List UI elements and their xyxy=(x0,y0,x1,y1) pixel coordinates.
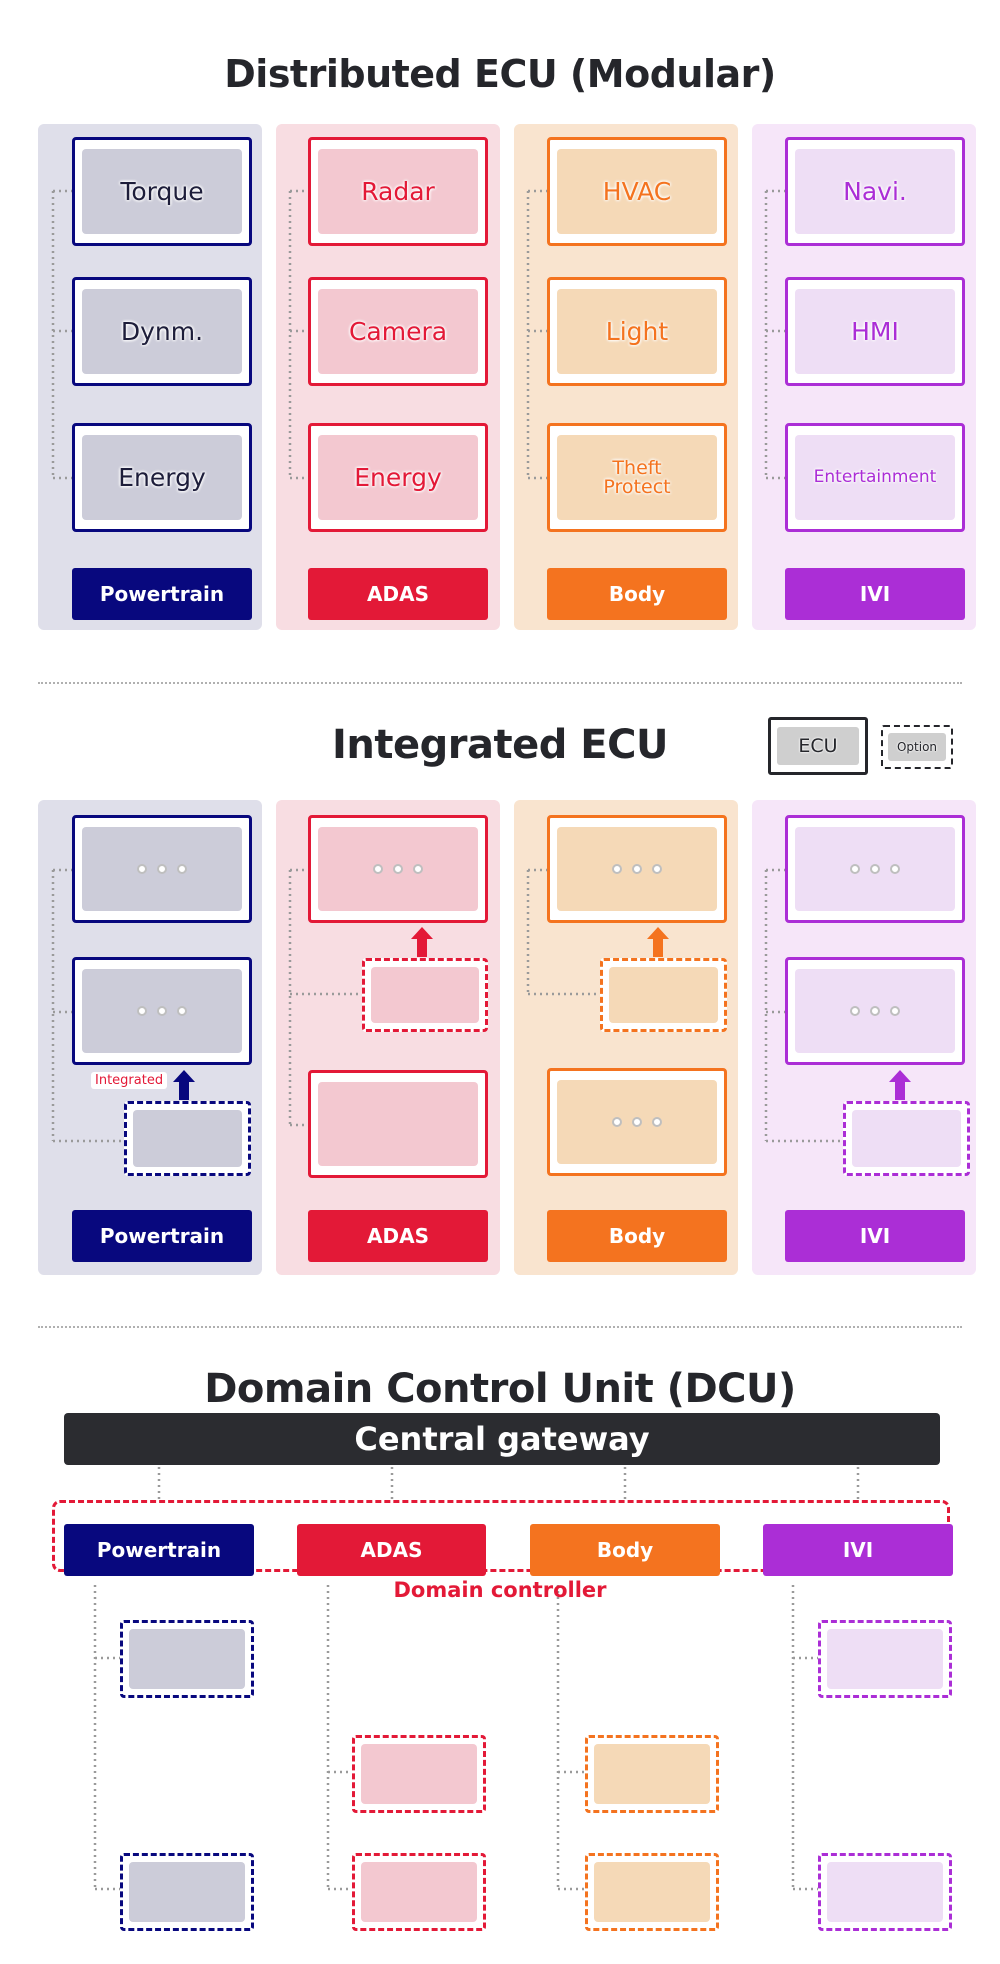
legend-ecu: ECU xyxy=(768,717,868,775)
energy-label-adas: Energy xyxy=(354,463,442,492)
light-ecu: Light xyxy=(547,277,727,386)
dcu-option-body-2 xyxy=(585,1853,719,1931)
option-ecu-body xyxy=(600,958,727,1032)
integrated-ecu-ivi-1 xyxy=(785,815,965,923)
dcu-title: Domain Control Unit (DCU) xyxy=(204,1366,796,1412)
energy-ecu-adas: Energy xyxy=(308,423,488,532)
powertrain-label-2: Powertrain xyxy=(72,1210,252,1262)
option-ecu-powertrain xyxy=(124,1101,251,1176)
integrated-ecu-adas-1 xyxy=(308,815,488,923)
ellipsis-icon xyxy=(850,864,900,874)
ivi-label-1: IVI xyxy=(785,568,965,620)
up-arrow-icon xyxy=(647,927,669,957)
body-label-1: Body xyxy=(547,568,727,620)
adas-label-2: ADAS xyxy=(308,1210,488,1262)
entertainment-ecu: Entertainment xyxy=(785,423,965,532)
hmi-ecu: HMI xyxy=(785,277,965,386)
integrated-ecu-adas-2 xyxy=(308,1070,488,1178)
dcu-body: Body xyxy=(530,1524,720,1576)
legend-ecu-label: ECU xyxy=(798,735,838,757)
integrated-ecu-body-1 xyxy=(547,815,727,923)
integrated-ecu-powertrain-2 xyxy=(72,957,252,1065)
entertainment-label: Entertainment xyxy=(813,467,937,487)
legend-option: Option xyxy=(881,725,953,769)
camera-ecu: Camera xyxy=(308,277,488,386)
option-ecu-adas xyxy=(362,958,488,1032)
dcu-option-adas-2 xyxy=(352,1853,486,1931)
navi-label: Navi. xyxy=(843,177,907,206)
camera-label: Camera xyxy=(348,317,448,346)
torque-ecu: Torque xyxy=(72,137,252,246)
dynamics-ecu: Dynm. xyxy=(72,277,252,386)
ellipsis-icon xyxy=(612,1117,662,1127)
dcu-powertrain: Powertrain xyxy=(64,1524,254,1576)
ellipsis-icon xyxy=(373,864,423,874)
adas-label-1: ADAS xyxy=(308,568,488,620)
dcu-option-powertrain-2 xyxy=(120,1853,254,1931)
energy-ecu-powertrain: Energy xyxy=(72,423,252,532)
dynamics-label: Dynm. xyxy=(120,317,204,346)
up-arrow-icon xyxy=(411,927,433,957)
dcu-ivi: IVI xyxy=(763,1524,953,1576)
ivi-label-2: IVI xyxy=(785,1210,965,1262)
dcu-option-adas-1 xyxy=(352,1735,486,1813)
hvac-label: HVAC xyxy=(602,177,672,206)
radar-ecu: Radar xyxy=(308,137,488,246)
integrated-ecu-ivi-2 xyxy=(785,957,965,1065)
ellipsis-icon xyxy=(612,864,662,874)
integrated-ecu-powertrain-1 xyxy=(72,815,252,923)
ellipsis-icon xyxy=(137,1006,187,1016)
up-arrow-icon xyxy=(889,1070,911,1100)
dcu-adas: ADAS xyxy=(297,1524,486,1576)
integrated-ecu-body-2 xyxy=(547,1068,727,1176)
hvac-ecu: HVAC xyxy=(547,137,727,246)
body-label-2: Body xyxy=(547,1210,727,1262)
dcu-option-ivi-1 xyxy=(818,1620,952,1698)
dcu-option-body-1 xyxy=(585,1735,719,1813)
theft-protect-label: Theft Protect xyxy=(603,456,671,498)
powertrain-label-1: Powertrain xyxy=(72,568,252,620)
light-label: Light xyxy=(605,317,669,346)
integrated-tag: Integrated xyxy=(91,1072,168,1089)
ellipsis-icon xyxy=(850,1006,900,1016)
distributed-title: Distributed ECU (Modular) xyxy=(224,52,776,96)
option-ecu-ivi xyxy=(843,1101,970,1176)
separator-1 xyxy=(38,682,962,684)
integrated-title: Integrated ECU xyxy=(332,722,668,768)
ellipsis-icon xyxy=(137,864,187,874)
theft-protect-ecu: Theft Protect xyxy=(547,423,727,532)
dcu-option-ivi-2 xyxy=(818,1853,952,1931)
radar-label: Radar xyxy=(361,177,435,206)
legend-option-label: Option xyxy=(896,740,938,754)
navi-ecu: Navi. xyxy=(785,137,965,246)
energy-label-powertrain: Energy xyxy=(118,463,206,492)
torque-label: Torque xyxy=(120,177,204,206)
hmi-label: HMI xyxy=(851,317,899,346)
central-gateway: Central gateway xyxy=(64,1413,940,1465)
domain-controller-label: Domain controller xyxy=(393,1578,607,1602)
dcu-option-powertrain-1 xyxy=(120,1620,254,1698)
up-arrow-icon xyxy=(173,1070,195,1100)
separator-2 xyxy=(38,1326,962,1328)
